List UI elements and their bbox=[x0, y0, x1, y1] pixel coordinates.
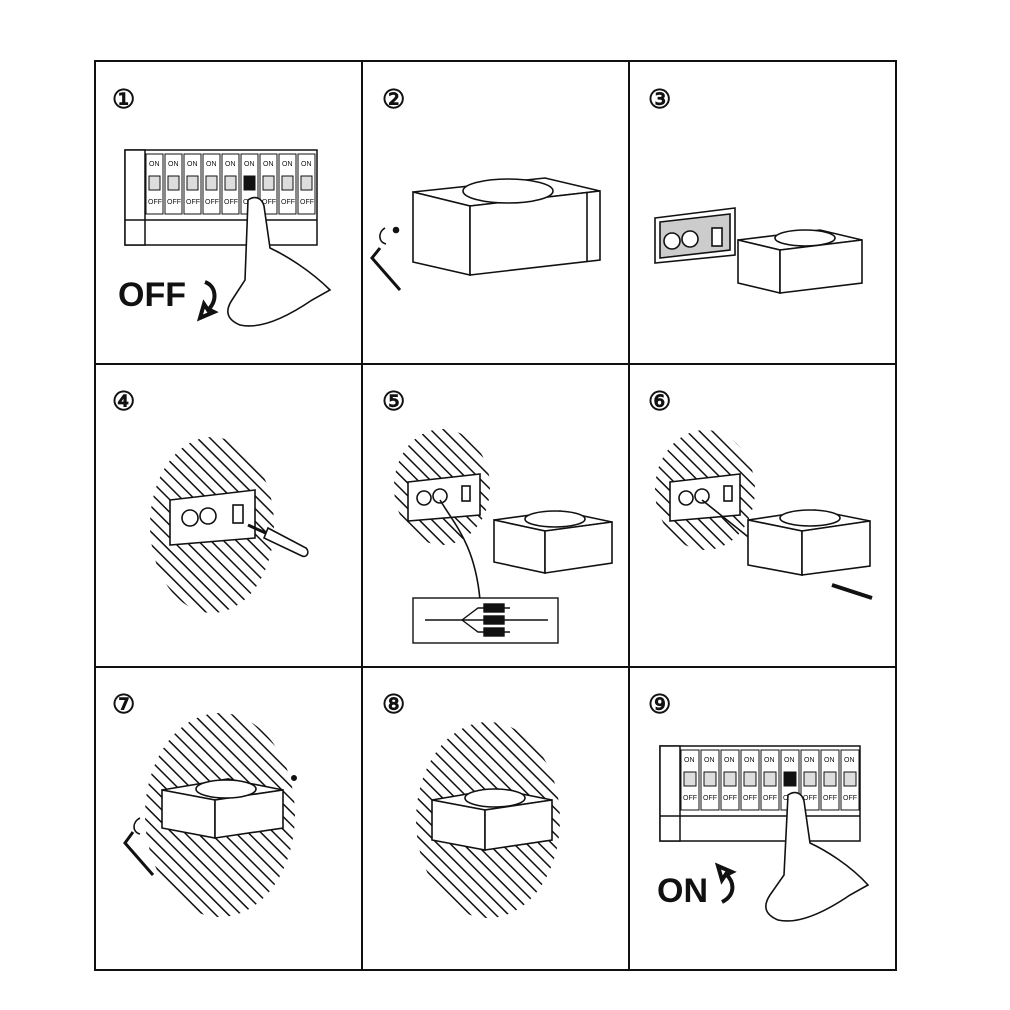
breaker-on-label: ON bbox=[724, 757, 735, 764]
breaker-switch: ON OFF bbox=[700, 749, 720, 811]
breaker-off-label: OFF bbox=[843, 795, 857, 802]
breaker-on-label: ON bbox=[684, 757, 695, 764]
breaker-off-label: OFF bbox=[224, 199, 238, 206]
breaker-switch: ON OFF bbox=[740, 749, 760, 811]
panel-1-illustration: ON OFF ON OFF ON OFF ON OFF ON OFF ON OFF ON OFF ON OFF… bbox=[118, 149, 332, 327]
breaker-off-label: OFF bbox=[823, 795, 837, 802]
breaker-switch: ON OFF bbox=[278, 153, 297, 215]
mounting-plate-4 bbox=[169, 489, 256, 546]
step-number-8: ⑧ bbox=[382, 690, 405, 720]
light-fixture-2 bbox=[412, 177, 601, 277]
breaker-switch: ON OFF bbox=[183, 153, 202, 215]
breaker-on-label: ON bbox=[764, 757, 775, 764]
breaker-off-label: OFF bbox=[743, 795, 757, 802]
mounting-plate-3 bbox=[654, 207, 736, 264]
pointing-hand-9 bbox=[765, 791, 870, 922]
breaker-off-label: OFF bbox=[148, 199, 162, 206]
breaker-on-label: ON bbox=[168, 161, 179, 168]
on-label: ON bbox=[657, 872, 708, 910]
breaker-off-label: OFF bbox=[723, 795, 737, 802]
panel-9-illustration: ON OFF ON OFF ON OFF ON OFF ON OFF ON OFF ON OFF ON OFF… bbox=[657, 745, 870, 922]
grid-frame bbox=[94, 60, 897, 971]
off-label: OFF bbox=[118, 276, 186, 314]
breaker-on-label: ON bbox=[804, 757, 815, 764]
panel-6-illustration bbox=[655, 430, 873, 600]
breaker-off-label: OFF bbox=[167, 199, 181, 206]
breaker-on-label: ON bbox=[784, 757, 795, 764]
screw-icon bbox=[831, 583, 873, 600]
breaker-switch: ON OFF bbox=[820, 749, 840, 811]
panel-8-illustration bbox=[416, 722, 560, 918]
breaker-on-label: ON bbox=[225, 161, 236, 168]
panel-2-illustration bbox=[370, 177, 601, 291]
step-number-9: ⑨ bbox=[648, 690, 671, 720]
step-number-2: ② bbox=[382, 85, 405, 115]
breaker-switch: ON OFF bbox=[760, 749, 780, 811]
breaker-switch: ON OFF bbox=[800, 749, 820, 811]
light-fixture-5 bbox=[493, 510, 613, 574]
curved-arrow-down-icon bbox=[196, 280, 219, 322]
breaker-switch: ON OFF bbox=[145, 153, 164, 215]
mounting-plate-6 bbox=[669, 473, 741, 522]
breaker-switch: ON OFF bbox=[164, 153, 183, 215]
panel-7-illustration bbox=[123, 713, 297, 917]
wire-lead-5 bbox=[439, 499, 481, 601]
breaker-off-label: OFF bbox=[703, 795, 717, 802]
breaker-on-label: ON bbox=[149, 161, 160, 168]
wire-connector-inset bbox=[412, 597, 559, 644]
breaker-switch: ON OFF bbox=[259, 153, 278, 215]
breaker-off-label: OFF bbox=[186, 199, 200, 206]
step-number-1: ① bbox=[112, 85, 135, 115]
breaker-switches-1: ON OFF ON OFF ON OFF ON OFF ON OFF ON OFF ON OFF ON OFF… bbox=[145, 153, 316, 215]
breaker-on-label: ON bbox=[824, 757, 835, 764]
step-number-6: ⑥ bbox=[648, 387, 671, 417]
breaker-on-label: ON bbox=[301, 161, 312, 168]
panel-3-illustration bbox=[654, 207, 863, 295]
breaker-on-label: ON bbox=[187, 161, 198, 168]
step-number-4: ④ bbox=[112, 387, 135, 417]
breaker-on-label: ON bbox=[744, 757, 755, 764]
breaker-switch: ON OFF bbox=[221, 153, 240, 215]
breaker-on-label: ON bbox=[263, 161, 274, 168]
panel-5-illustration bbox=[394, 429, 613, 644]
curved-arrow-up-icon bbox=[714, 862, 737, 904]
breaker-on-label: ON bbox=[704, 757, 715, 764]
light-fixture-8 bbox=[431, 788, 553, 851]
hex-key-icon bbox=[370, 226, 402, 291]
light-fixture-3 bbox=[737, 229, 863, 295]
breaker-switch: ON OFF bbox=[680, 749, 700, 811]
step-number-3: ③ bbox=[648, 85, 671, 115]
screwdriver-icon bbox=[247, 523, 309, 558]
breaker-off-label: OFF bbox=[281, 199, 295, 206]
breaker-switch: ON OFF bbox=[840, 749, 860, 811]
panel-4-illustration bbox=[150, 437, 309, 613]
light-fixture-7 bbox=[161, 778, 284, 839]
breaker-on-label: ON bbox=[244, 161, 255, 168]
breaker-off-label: OFF bbox=[763, 795, 777, 802]
breaker-off-label: OFF bbox=[300, 199, 314, 206]
step-number-7: ⑦ bbox=[112, 690, 135, 720]
breaker-on-label: ON bbox=[844, 757, 855, 764]
breaker-on-label: ON bbox=[282, 161, 293, 168]
mounting-plate-5 bbox=[407, 473, 481, 522]
breaker-off-label: OFF bbox=[205, 199, 219, 206]
wire-lead-6 bbox=[701, 499, 753, 541]
breaker-switch: ON OFF bbox=[297, 153, 316, 215]
step-number-5: ⑤ bbox=[382, 387, 405, 417]
light-fixture-6 bbox=[747, 509, 871, 576]
breaker-switches-9: ON OFF ON OFF ON OFF ON OFF ON OFF ON OFF ON OFF ON OFF… bbox=[680, 749, 860, 811]
breaker-on-label: ON bbox=[206, 161, 217, 168]
hex-key-icon-7 bbox=[123, 775, 297, 876]
breaker-off-label: OFF bbox=[803, 795, 817, 802]
pointing-hand-1 bbox=[227, 196, 332, 327]
breaker-switch: ON OFF bbox=[202, 153, 221, 215]
breaker-off-label: OFF bbox=[262, 199, 276, 206]
breaker-switch: ON OFF bbox=[720, 749, 740, 811]
breaker-off-label: OFF bbox=[683, 795, 697, 802]
